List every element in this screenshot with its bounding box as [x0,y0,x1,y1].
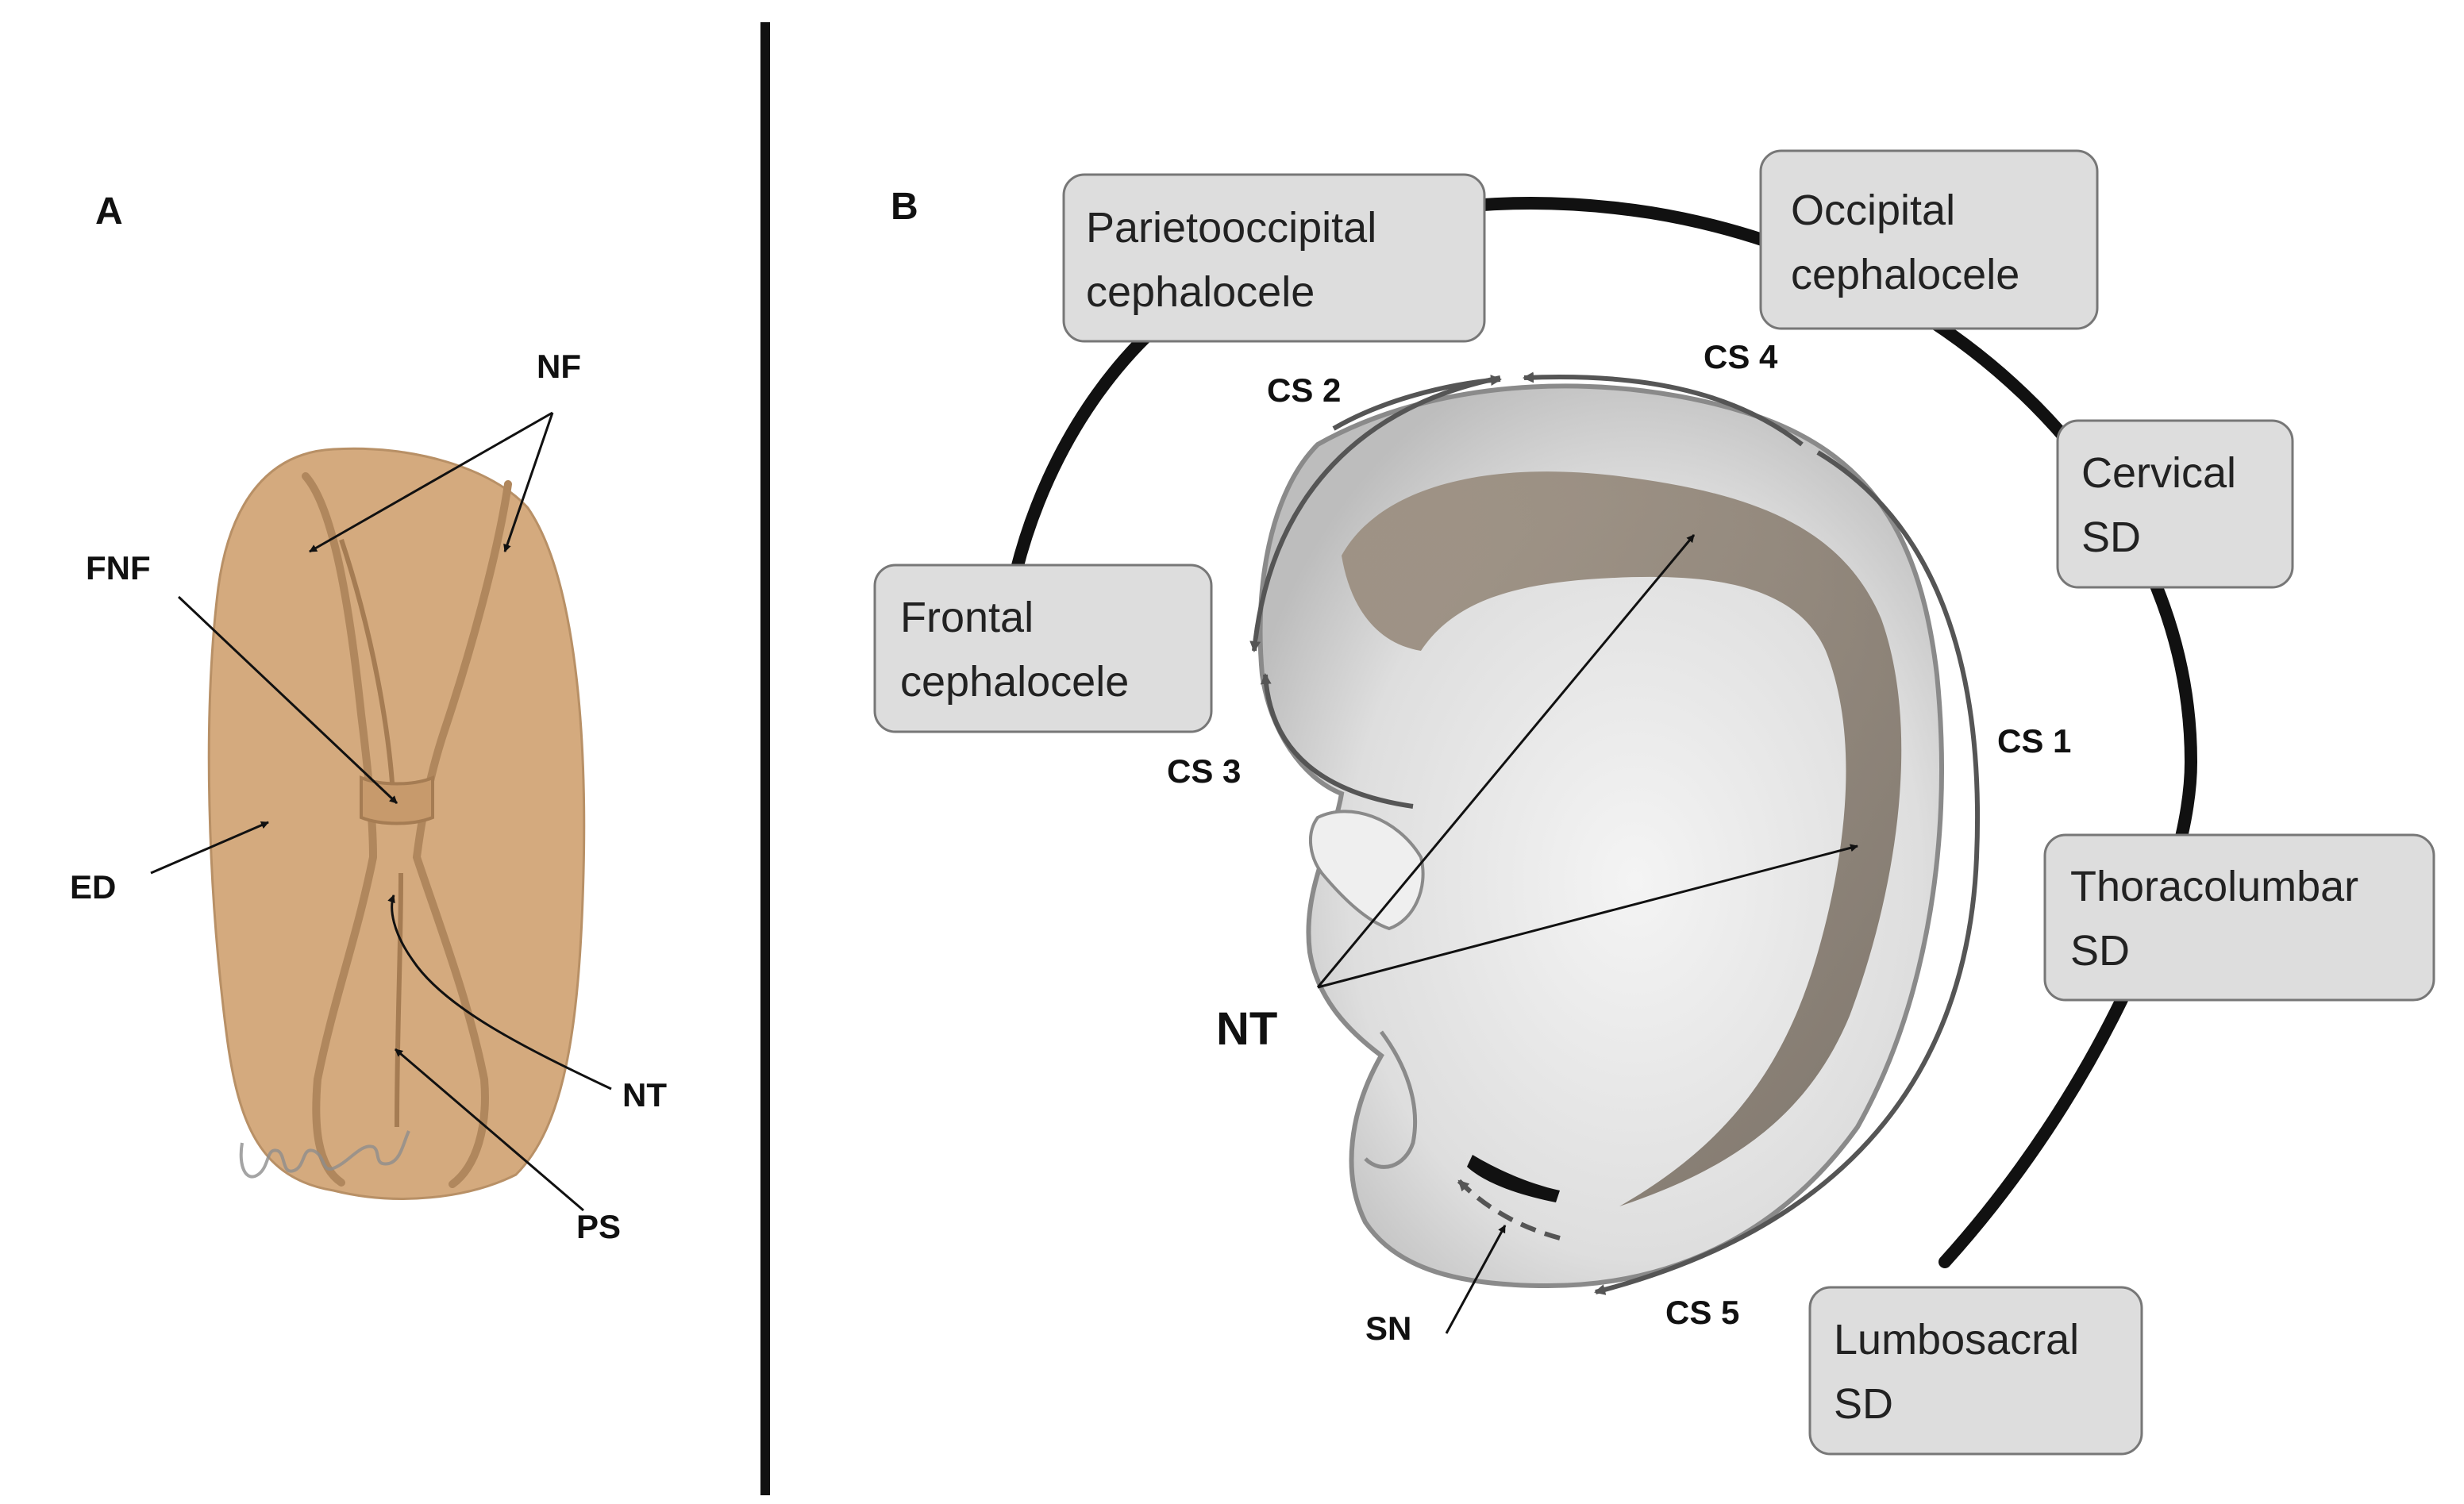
box-frontal: Frontal cephalocele [873,564,1213,733]
arrow-nf-right [503,412,554,552]
label-cs2: CS 2 [1267,371,1341,409]
box-occipital-line2: cephalocele [1791,251,2019,298]
fusion-zone [360,775,434,825]
label-nt-b: NT [1216,1003,1277,1055]
label-fnf: FNF [86,549,151,587]
panel-b: B CS 1 CS 2 CS 3 CS 4 [873,149,2435,1456]
panel-a: A NF FNF ED NT PS [70,190,667,1245]
box-thoracolumbar-line2: SD [2070,927,2130,975]
box-lumbosacral-line2: SD [1834,1380,1893,1428]
box-lumbosacral-line1: Lumbosacral [1834,1316,2079,1364]
box-parietooccipital-line1: Parietooccipital [1086,204,1376,252]
embryo-disc [207,447,586,1200]
label-ed: ED [70,868,116,906]
panel-a-letter: A [95,190,123,233]
box-cervical-line2: SD [2081,514,2141,561]
box-thoracolumbar: Thoracolumbar SD [2043,833,2435,1002]
arrow-nt-b-2 [1317,844,1858,989]
box-parietooccipital-line2: cephalocele [1086,268,1315,316]
arrow-cs4 [1523,371,1804,447]
arrow-sn [1445,1225,1507,1334]
tail-bud [1364,1030,1418,1169]
label-ps: PS [576,1208,621,1245]
arrow-cs2 [1249,375,1501,652]
label-cs3: CS 3 [1167,752,1241,790]
label-cs1: CS 1 [1997,722,2071,760]
limb-bud [1308,810,1425,931]
artist-signature [239,1130,410,1179]
box-lumbosacral: Lumbosacral SD [1808,1286,2143,1456]
label-cs5: CS 5 [1665,1294,1739,1331]
label-nt-a: NT [622,1076,667,1114]
panel-b-letter: B [891,186,918,228]
arrow-ps [395,1048,584,1212]
embryo-lateral [1257,383,1944,1289]
caudal-neuropore [1467,1155,1560,1202]
label-cs4: CS 4 [1704,338,1778,375]
panel-divider [760,22,770,1495]
box-cervical-line1: Cervical [2081,449,2236,497]
arrow-ed [150,821,269,875]
box-occipital: Occipital cephalocele [1759,149,2099,330]
box-parietooccipital: Parietooccipital cephalocele [1062,173,1486,343]
arrow-cs1 [1594,450,1981,1295]
box-occipital-line1: Occipital [1791,187,1955,234]
box-cervical: Cervical SD [2056,419,2294,589]
arrow-cs5 [1457,1179,1561,1241]
neural-fold-right [412,480,512,1188]
arrow-cs3 [1260,673,1414,809]
label-nf: NF [537,348,581,385]
arrow-cs2-up [1332,375,1502,431]
neural-groove [339,539,403,1128]
arrow-nt-a [387,894,612,1090]
arrow-nf-left [309,411,553,553]
arrow-fnf [177,595,398,805]
box-frontal-line2: cephalocele [900,658,1129,706]
box-frontal-line1: Frontal [900,594,1034,641]
arrow-nt-b-1 [1316,534,1696,988]
neural-tube-band [1342,471,1902,1206]
neural-fold-left [302,472,378,1187]
box-thoracolumbar-line1: Thoracolumbar [2070,863,2358,910]
label-sn: SN [1365,1310,1411,1347]
